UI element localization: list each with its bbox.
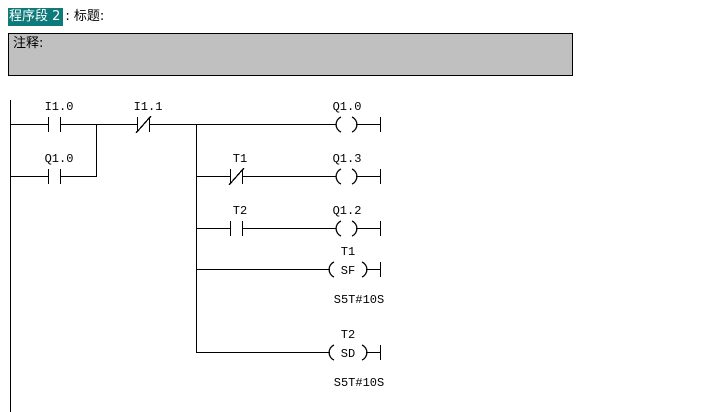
timer-t1-left-arc[interactable] <box>328 261 335 278</box>
label-t1-contact: T1 <box>233 152 247 166</box>
label-q1-3: Q1.3 <box>333 152 362 166</box>
label-i1-0: I1.0 <box>45 100 74 114</box>
label-t2-contact: T2 <box>233 204 247 218</box>
coil-q1-2-left-arc[interactable] <box>335 220 342 237</box>
network-comment-label: 注释: <box>13 36 44 51</box>
label-q1-0-coil: Q1.0 <box>333 100 362 114</box>
label-t2-timer: T2 <box>341 328 355 342</box>
label-q1-2: Q1.2 <box>333 204 362 218</box>
label-t1-timer: T1 <box>341 245 355 259</box>
timer-t1-mode-text: SF <box>341 264 355 278</box>
timer-t2-left-arc[interactable] <box>328 344 335 361</box>
label-t1-preset[interactable]: S5T#10S <box>334 293 384 307</box>
timer-t2-mode-text: SD <box>341 347 355 361</box>
label-q1-0-contact: Q1.0 <box>45 152 74 166</box>
network-header: 程序段 2 : 标题: <box>8 8 104 26</box>
contact-i1-1-slash <box>135 115 152 134</box>
coil-q1-3-left-arc[interactable] <box>335 168 342 185</box>
coil-q1-0-left-arc[interactable] <box>335 116 342 133</box>
network-title-selected[interactable]: 程序段 2 <box>8 8 64 26</box>
label-i1-1: I1.1 <box>134 100 163 114</box>
network-title-suffix: : 标题: <box>65 9 105 24</box>
contact-t1-slash <box>228 167 245 186</box>
label-t2-preset[interactable]: S5T#10S <box>334 376 384 390</box>
network-comment-box[interactable]: 注释: <box>8 33 573 76</box>
